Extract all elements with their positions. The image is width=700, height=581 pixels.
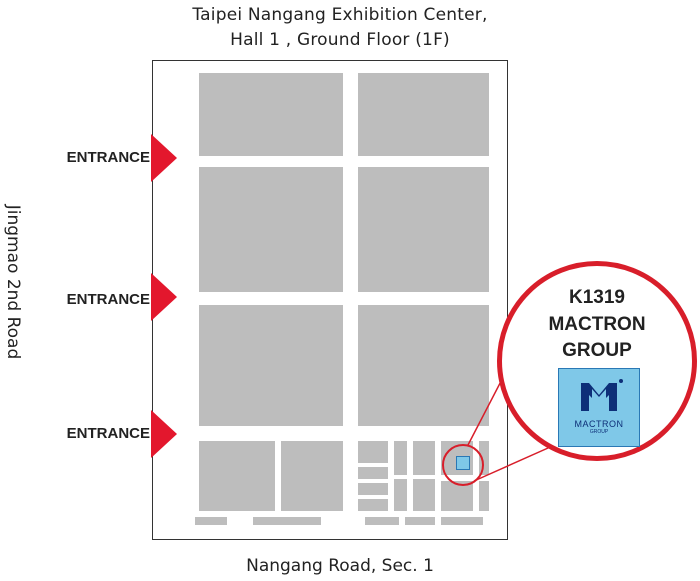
mactron-logo-icon bbox=[581, 379, 623, 411]
booth-number: K1319 bbox=[569, 287, 625, 308]
booth-block bbox=[479, 481, 489, 511]
entrance-arrow-icon bbox=[151, 134, 177, 182]
strip-block bbox=[195, 517, 227, 525]
exhibit-block bbox=[358, 73, 489, 156]
booth-block bbox=[413, 441, 435, 475]
exhibit-block bbox=[358, 305, 489, 426]
booth-block bbox=[441, 481, 473, 511]
strip-block bbox=[405, 517, 435, 525]
strip-block bbox=[365, 517, 399, 525]
map-title-line1: Taipei Nangang Exhibition Center, bbox=[192, 5, 488, 25]
exhibit-block bbox=[281, 441, 343, 511]
exhibit-block bbox=[199, 441, 275, 511]
booth-callout-circle: K1319 MACTRON GROUP MACTRON GROUP bbox=[497, 261, 697, 461]
exhibit-block bbox=[199, 167, 343, 292]
booth-block bbox=[358, 441, 388, 463]
logo-subtext: GROUP bbox=[589, 429, 609, 435]
booth-block bbox=[358, 467, 388, 479]
booth-block bbox=[358, 499, 388, 511]
booth-block bbox=[479, 441, 489, 475]
booth-block bbox=[394, 441, 407, 475]
entrance-label-2: ENTRANCE bbox=[66, 291, 150, 308]
booth-block bbox=[394, 479, 407, 511]
strip-block bbox=[441, 517, 483, 525]
entrance-arrow-icon bbox=[151, 273, 177, 321]
exhibit-block bbox=[199, 305, 343, 426]
booth-block bbox=[358, 483, 388, 495]
strip-block bbox=[253, 517, 321, 525]
entrance-label-1: ENTRANCE bbox=[66, 149, 150, 166]
exhibit-block bbox=[358, 167, 489, 292]
exhibit-block bbox=[199, 73, 343, 156]
company-logo: MACTRON GROUP bbox=[558, 368, 640, 447]
company-name-line1: MACTRON bbox=[548, 314, 646, 335]
map-title-line2: Hall 1 , Ground Floor (1F) bbox=[230, 30, 450, 50]
booth-block bbox=[413, 479, 435, 511]
logo-text: MACTRON bbox=[574, 419, 624, 429]
company-name-line2: GROUP bbox=[562, 340, 632, 361]
entrance-label-3: ENTRANCE bbox=[66, 425, 150, 442]
road-label-bottom: Nangang Road, Sec. 1 bbox=[246, 556, 434, 576]
booth-highlight-circle bbox=[442, 444, 484, 486]
entrance-arrow-icon bbox=[151, 410, 177, 458]
